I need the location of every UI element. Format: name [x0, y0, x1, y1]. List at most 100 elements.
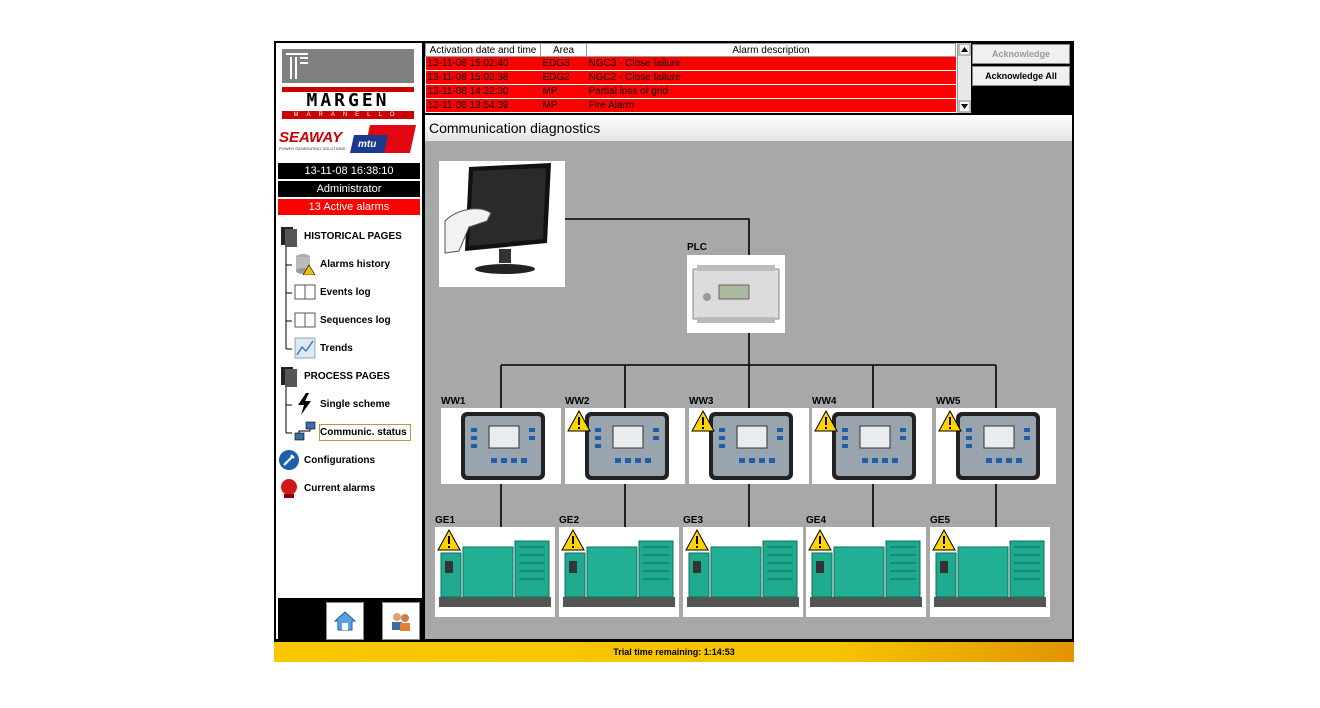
generator-icon [810, 540, 922, 607]
generator-label: GE3 [683, 515, 704, 526]
alarm-bell-icon [278, 477, 300, 499]
generator-ge5[interactable] [930, 527, 1050, 617]
touch-monitor-icon [444, 163, 551, 274]
nav-single-scheme[interactable]: Single scheme [294, 391, 390, 417]
users-button[interactable] [382, 602, 420, 640]
home-icon [333, 611, 357, 631]
home-button[interactable] [326, 602, 364, 640]
generator-icon [934, 540, 1046, 607]
generator-ge1[interactable] [435, 527, 555, 617]
nav-label: Single scheme [320, 398, 391, 410]
nav-label: Alarms history [320, 258, 391, 270]
acknowledge-all-button[interactable]: Acknowledge All [972, 66, 1070, 86]
alarm-row[interactable]: 13-11-08 14:32:30 MP Partial loss of gri… [425, 84, 956, 99]
sidebar: MARGEN MARANELLO SEAWAY POWER GENERATING… [276, 43, 424, 641]
controller-unit-icon [956, 412, 1040, 480]
datetime-display: 13-11-08 16:38:10 [278, 163, 420, 179]
scroll-down-icon[interactable] [961, 104, 968, 109]
alarm-area: MP [540, 84, 587, 99]
nav-label: Configurations [304, 454, 376, 466]
nav-communic-status[interactable]: Communic. status [294, 419, 411, 445]
user-display: Administrator [278, 181, 420, 197]
controller-label: WW5 [936, 396, 961, 407]
lightning-icon [294, 393, 316, 415]
warning-icon [814, 410, 838, 432]
controller-ww1[interactable] [441, 408, 561, 484]
book-icon [294, 281, 316, 303]
nav-process-pages[interactable]: PROCESS PAGES [278, 363, 390, 389]
nav-configurations[interactable]: Configurations [278, 447, 375, 473]
main-panel: Communication diagnostics PLC [425, 115, 1072, 639]
column-header[interactable]: Alarm description [586, 43, 956, 57]
page-title: Communication diagnostics [425, 115, 1072, 141]
mtu-logo-shape [350, 125, 416, 153]
warning-icon [437, 529, 461, 551]
warning-icon [691, 410, 715, 432]
alarm-description: NGC2 - Close failure [586, 70, 956, 85]
nav-label: Events log [320, 286, 371, 298]
nav-trends[interactable]: Trends [294, 335, 353, 361]
generator-ge4[interactable] [806, 527, 926, 617]
warning-icon [561, 529, 585, 551]
controller-label: WW3 [689, 396, 714, 407]
folder-icon [278, 225, 300, 247]
scroll-up-icon[interactable] [961, 47, 968, 52]
controller-label: WW2 [565, 396, 590, 407]
controller-label: WW4 [812, 396, 837, 407]
controller-ww3[interactable] [689, 408, 809, 484]
controller-ww5[interactable] [936, 408, 1056, 484]
generator-icon [439, 540, 551, 607]
controller-unit-icon [461, 412, 545, 480]
touch-panel-image[interactable] [439, 161, 565, 287]
nav-historical-pages[interactable]: HISTORICAL PAGES [278, 223, 402, 249]
alarm-area: MP [540, 98, 587, 113]
controller-ww2[interactable] [565, 408, 685, 484]
alarm-scrollbar[interactable] [957, 43, 971, 113]
wrench-gear-icon [278, 449, 300, 471]
nav-label: Current alarms [304, 482, 376, 494]
network-icon [294, 421, 316, 443]
controller-unit-icon [832, 412, 916, 480]
alarm-table: Activation date and time Area Alarm desc… [425, 43, 956, 113]
navigation-menu: HISTORICAL PAGES Alarms history Events l… [276, 221, 422, 596]
column-header[interactable]: Activation date and time [425, 43, 541, 57]
alarm-row[interactable]: 13-11-08 13:54:39 MP Fire Alarm [425, 98, 956, 113]
nav-events-log[interactable]: Events log [294, 279, 371, 305]
alarm-description: Partial loss of grid [586, 84, 956, 99]
users-icon [392, 613, 410, 631]
generator-label: GE5 [930, 515, 951, 526]
alarm-row[interactable]: 13-11-08 15:02:38 EDG2 NGC2 - Close fail… [425, 70, 956, 85]
alarm-row[interactable]: 13-11-08 15:02:40 EDG3 NGC3 - Close fail… [425, 56, 956, 71]
active-alarms-badge[interactable]: 13 Active alarms [278, 199, 420, 215]
alarm-time: 13-11-08 15:02:38 [425, 70, 541, 85]
controller-label: WW1 [441, 396, 466, 407]
controller-ww4[interactable] [812, 408, 932, 484]
nav-alarms-history[interactable]: Alarms history [294, 251, 390, 277]
generator-ge2[interactable] [559, 527, 679, 617]
controller-unit-icon [585, 412, 669, 480]
alarm-time: 13-11-08 15:02:40 [425, 56, 541, 71]
margen-logo [282, 49, 414, 92]
warning-icon [685, 529, 709, 551]
plc-icon [692, 265, 780, 323]
column-header[interactable]: Area [540, 43, 587, 57]
trial-banner: Trial time remaining: 1:14:53 [274, 642, 1074, 662]
plc-device[interactable] [687, 255, 785, 333]
warning-icon [567, 410, 591, 432]
plc-label: PLC [687, 242, 707, 253]
nav-sequences-log[interactable]: Sequences log [294, 307, 391, 333]
nav-label-selected: Communic. status [319, 423, 411, 441]
nav-current-alarms[interactable]: Current alarms [278, 475, 375, 501]
alarm-description: Fire Alarm [586, 98, 956, 113]
generator-icon [563, 540, 675, 607]
warning-icon [938, 410, 962, 432]
alarm-area: EDG3 [540, 56, 587, 71]
generator-ge3[interactable] [683, 527, 803, 617]
mtu-logo: mtu [358, 139, 377, 150]
acknowledge-button[interactable]: Acknowledge [972, 44, 1070, 64]
generator-label: GE1 [435, 515, 456, 526]
warning-icon [932, 529, 956, 551]
logo-area: MARGEN MARANELLO SEAWAY POWER GENERATING… [276, 43, 422, 159]
generator-label: GE2 [559, 515, 580, 526]
nav-label: HISTORICAL PAGES [304, 230, 402, 242]
